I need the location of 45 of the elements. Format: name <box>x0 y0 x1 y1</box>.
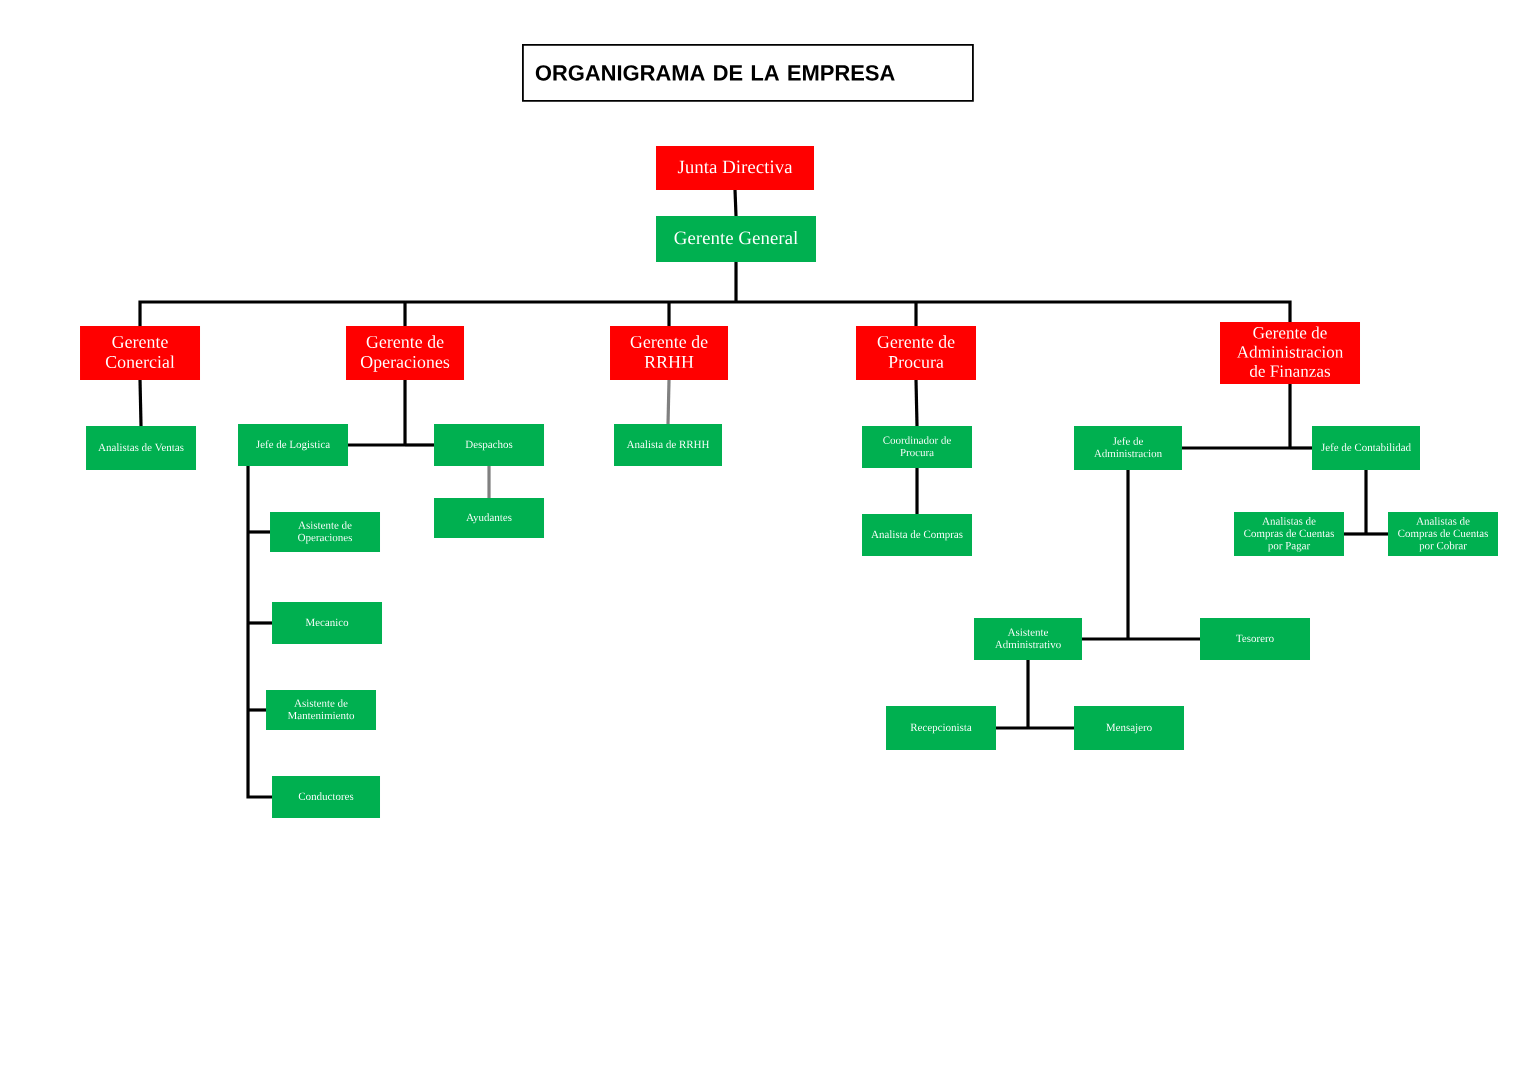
connector-line <box>403 302 407 326</box>
position-box: Gerente de Administracion de Finanzas <box>1220 322 1360 384</box>
connector-line <box>246 623 250 710</box>
connector-line <box>1288 384 1292 448</box>
connector-line <box>1128 637 1200 641</box>
connector-line <box>405 300 669 304</box>
connector-line <box>138 379 143 427</box>
position-box: Gerente General <box>656 216 816 262</box>
connector-line <box>1028 726 1074 730</box>
connector-line <box>405 443 434 447</box>
connector-line <box>734 262 738 302</box>
position-box: Junta Directiva <box>656 146 814 190</box>
connector-line <box>1082 637 1128 641</box>
connector-line <box>138 300 405 326</box>
title-box: ORGANIGRAMA DE LA EMPRESA <box>522 44 974 102</box>
connector-line <box>1026 660 1030 728</box>
connector-line <box>246 532 250 623</box>
connector-line <box>1366 532 1388 536</box>
connector-line <box>733 189 738 217</box>
connector-line <box>914 302 918 326</box>
connector-line <box>667 302 671 326</box>
connector-line <box>248 621 272 625</box>
connector-line <box>248 708 266 712</box>
connector-line <box>1290 446 1312 450</box>
connector-line <box>348 443 405 447</box>
connector-line <box>1126 470 1130 639</box>
connector-line <box>246 466 250 532</box>
connector-line <box>1364 470 1368 534</box>
connector-line <box>1344 532 1366 536</box>
position-box: Gerente Conercial <box>80 326 200 380</box>
connector-line <box>666 379 671 425</box>
connector-line <box>248 530 270 534</box>
position-box: Gerente de Procura <box>856 326 976 380</box>
connector-line <box>736 300 916 304</box>
connector-line <box>246 710 272 799</box>
position-box: Gerente de RRHH <box>610 326 728 380</box>
connector-line <box>915 468 919 514</box>
connector-line <box>914 379 919 427</box>
connector-line <box>916 300 1292 322</box>
connector-line <box>669 300 736 304</box>
position-box: Gerente de Operaciones <box>346 326 464 380</box>
connector-line <box>1182 446 1290 450</box>
connector-line <box>403 380 407 445</box>
connector-line <box>996 726 1028 730</box>
connector-line <box>487 466 491 498</box>
